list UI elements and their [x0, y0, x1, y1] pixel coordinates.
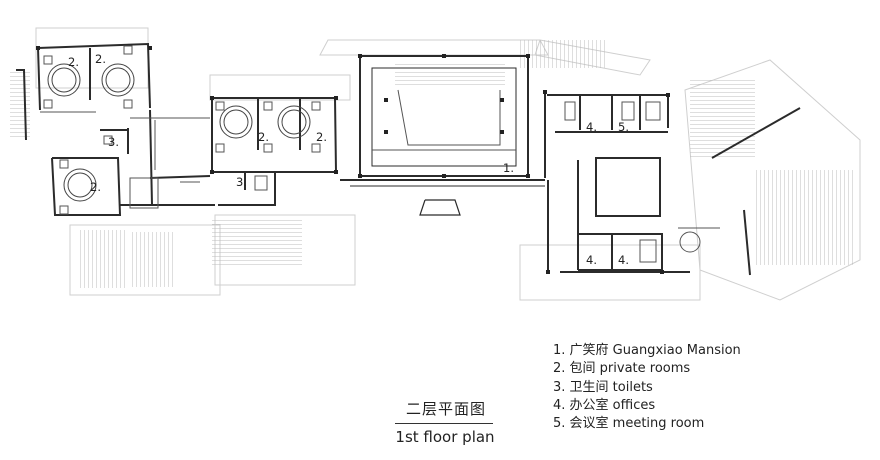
legend-item: 5. 会议室 meeting room [553, 416, 705, 432]
room-label-2: 2. [68, 55, 79, 69]
legend-item: 4. 办公室 offices [553, 397, 656, 413]
stair-hatch [212, 220, 302, 265]
stair-hatch [78, 230, 128, 288]
room-label-4: 4. [586, 253, 597, 267]
legend-item: 3. 卫生间 toilets [553, 379, 653, 395]
stair-hatch [10, 70, 30, 140]
plan-title-chinese: 二层平面图 [405, 400, 486, 418]
interior-lines [40, 89, 720, 263]
building-walls [16, 42, 801, 276]
room-label-2: 2. [95, 52, 106, 66]
caption-divider [395, 423, 493, 424]
room-label-5: 5. [618, 120, 629, 134]
dining-tables [47, 63, 311, 202]
stair-hatch [690, 80, 755, 160]
legend-item: 1. 广笑府 Guangxiao Mansion [553, 343, 741, 358]
room-label-2: 2. [316, 130, 327, 144]
chairs [43, 45, 321, 215]
room-label-2: 2. [258, 130, 269, 144]
stair-hatch [520, 40, 605, 68]
stair-hatch [753, 170, 853, 265]
room-label-4: 4. [586, 120, 597, 134]
stair-hatch [130, 232, 175, 287]
stair-hatch [395, 62, 505, 86]
room-label-1: 1. [503, 161, 514, 175]
columns [36, 46, 670, 274]
legend: 1. 广笑府 Guangxiao Mansion 2. 包间 private r… [553, 342, 873, 433]
room-label-4: 4. [618, 253, 629, 267]
room-label-2: 2. [90, 180, 101, 194]
floor-plan-drawing: 1. 2. 2. 2. 2. 2. 3. 3. 4. 4. 4. 5. [10, 27, 861, 301]
room-labels: 1. 2. 2. 2. 2. 2. 3. 3. 4. 4. 4. 5. [68, 52, 629, 267]
legend-item: 2. 包间 private rooms [553, 361, 691, 377]
room-label-3: 3. [236, 175, 247, 189]
plan-title-english: 1st floor plan [395, 428, 495, 446]
roof-outlines [35, 27, 861, 301]
room-label-3: 3. [108, 135, 119, 149]
